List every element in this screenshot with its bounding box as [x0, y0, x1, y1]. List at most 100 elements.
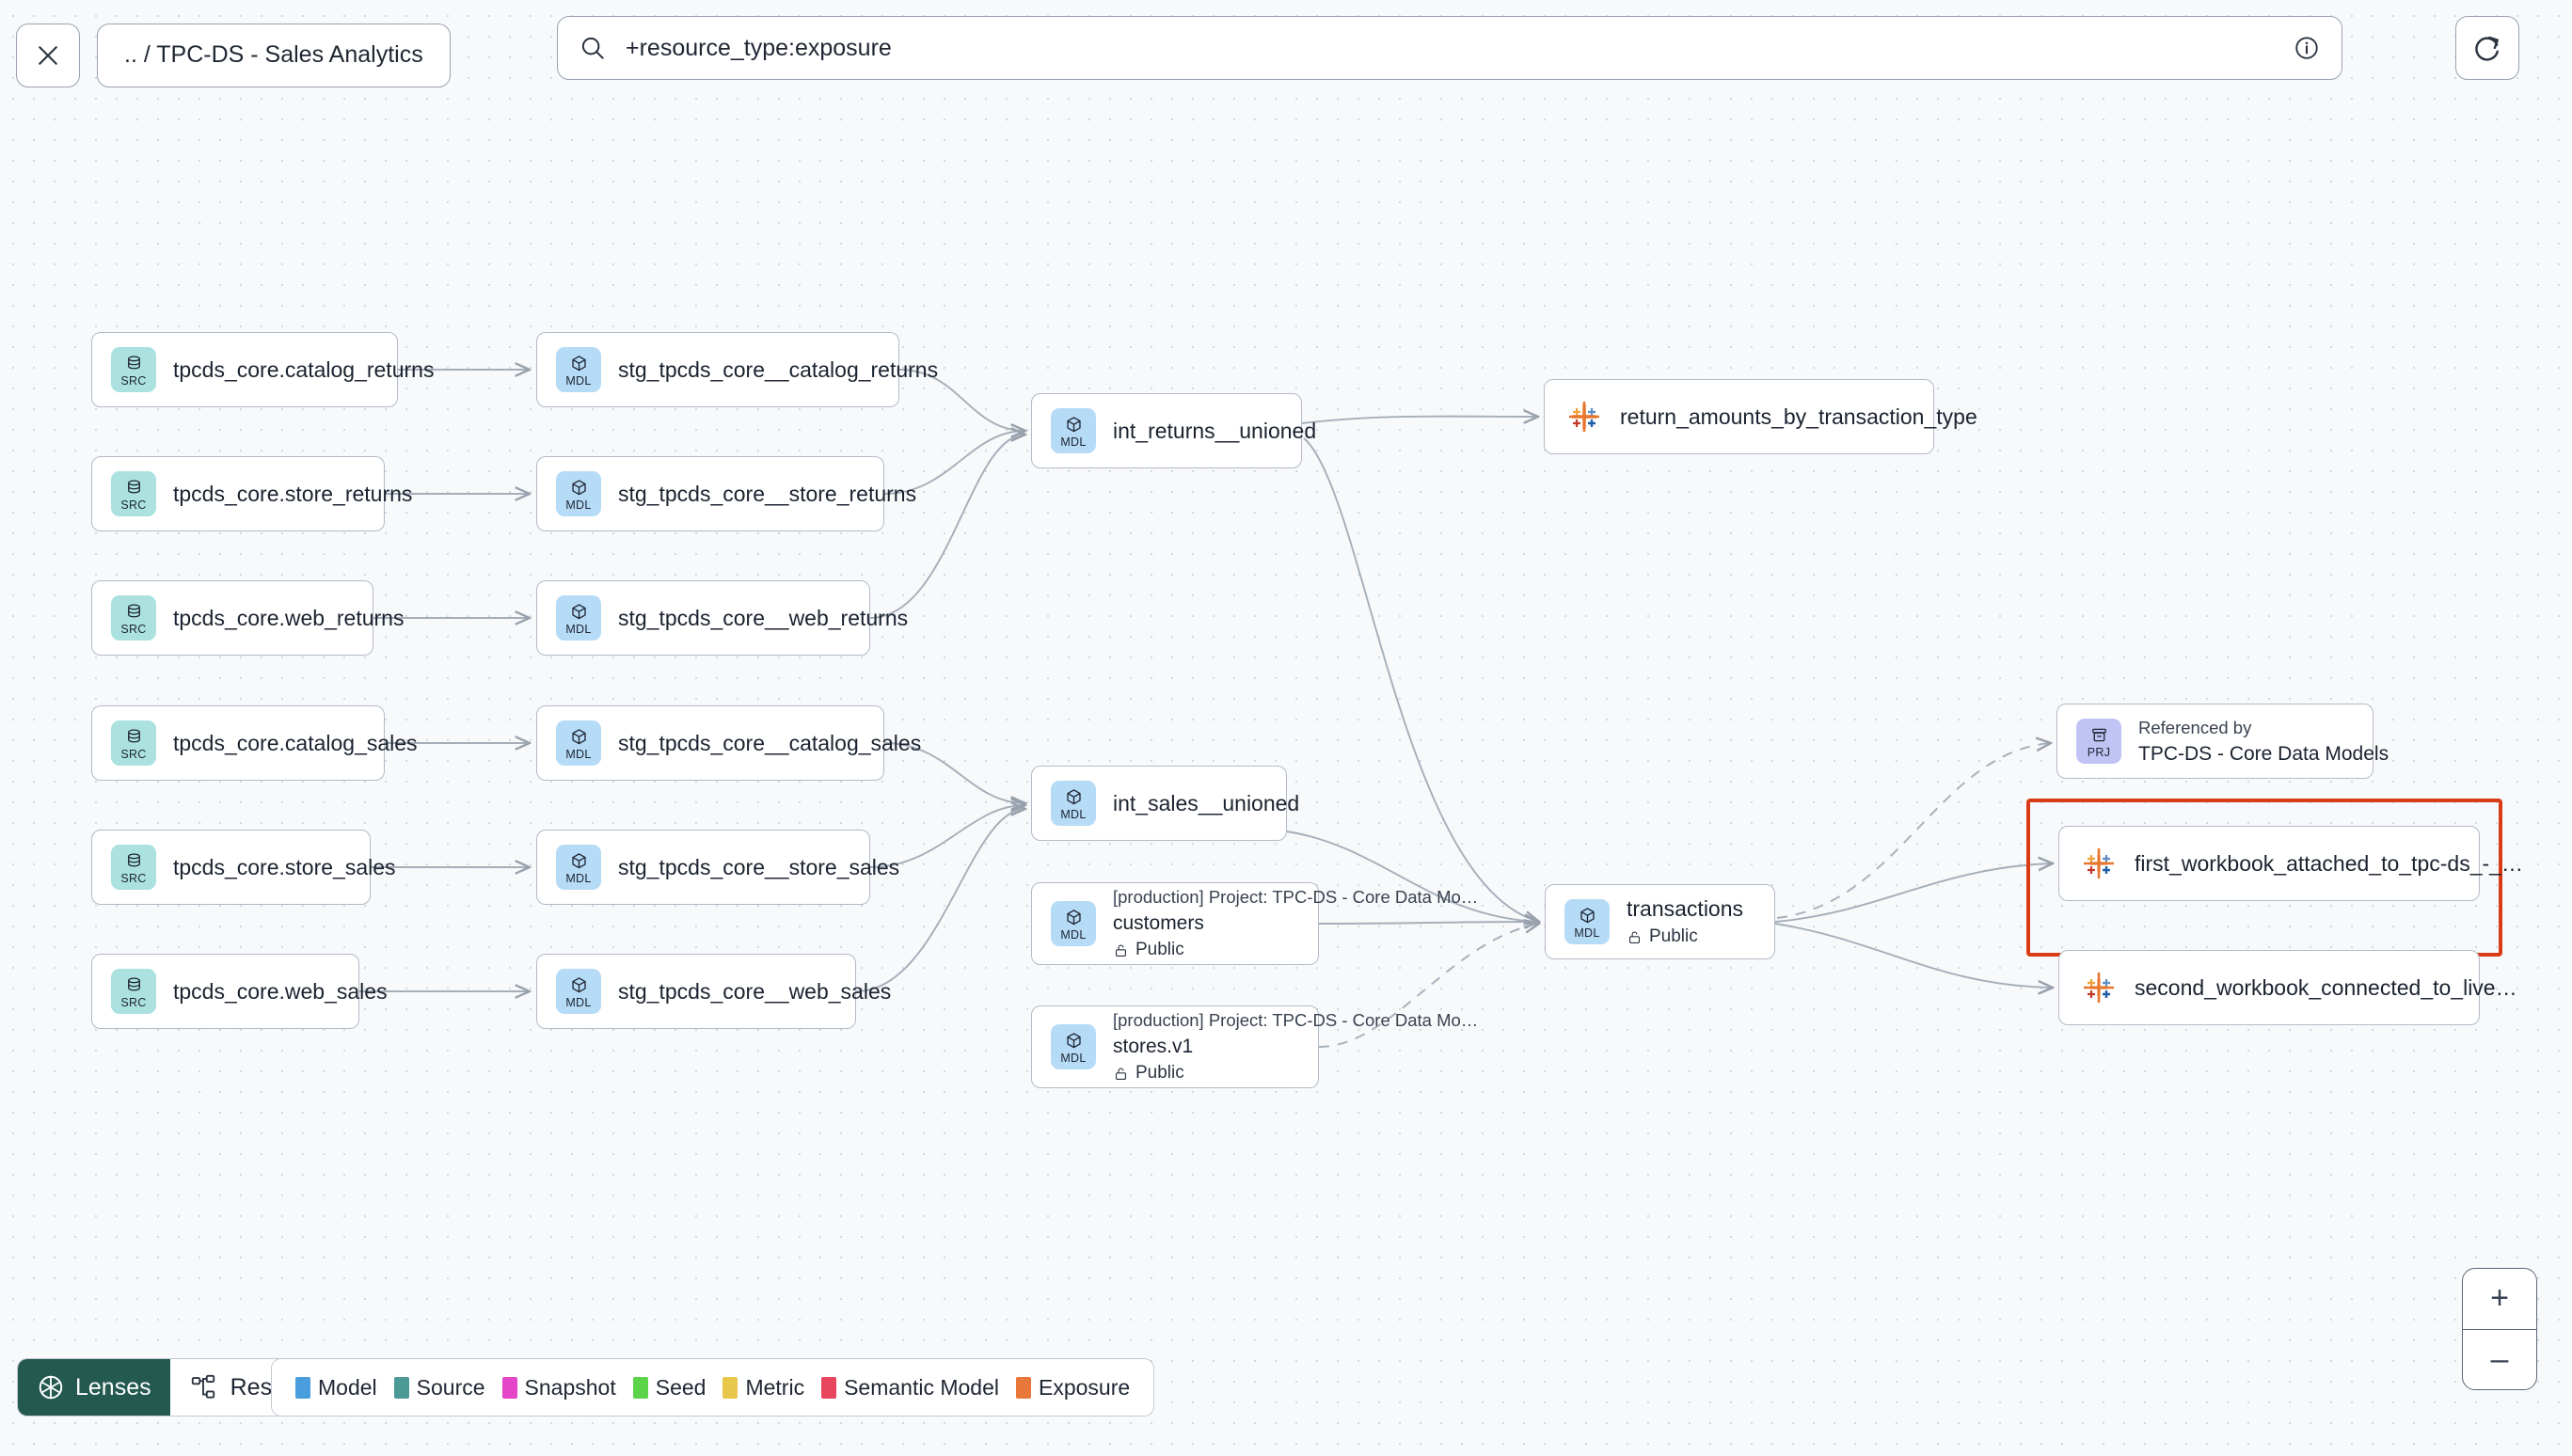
cube-icon — [1066, 1032, 1081, 1048]
refresh-button[interactable] — [2455, 16, 2519, 80]
node-access: Public — [1113, 1063, 1478, 1084]
source-badge: SRC — [111, 720, 156, 766]
badge-label: MDL — [565, 747, 592, 761]
info-circle-icon — [2295, 37, 2318, 59]
legend-label: Model — [318, 1374, 377, 1400]
badge-label: MDL — [565, 871, 592, 885]
node-access: Public — [1113, 940, 1478, 960]
legend-item-source[interactable]: Source — [393, 1374, 485, 1401]
lineage-node-model[interactable]: MDL int_returns__unioned — [1031, 393, 1316, 468]
lineage-node-exposure[interactable]: first_workbook_attached_to_tpc-ds_-_… — [2058, 826, 2523, 901]
lineage-node-model[interactable]: MDL stg_tpcds_core__web_sales — [536, 954, 891, 1029]
node-label: TPC-DS - Core Data Models — [2138, 742, 2389, 765]
lineage-node-source[interactable]: SRC tpcds_core.store_sales — [91, 830, 396, 905]
badge-label: SRC — [120, 995, 147, 1009]
badge-label: MDL — [1574, 926, 1600, 940]
legend-item-exposure[interactable]: Exposure — [1016, 1375, 1130, 1401]
model-badge: MDL — [1051, 901, 1096, 946]
lineage-node-model[interactable]: MDL stg_tpcds_core__catalog_sales — [536, 705, 921, 781]
hierarchy-icon — [191, 1374, 214, 1399]
cube-icon — [1580, 907, 1595, 923]
zoom-out-button[interactable]: – — [2490, 1340, 2509, 1377]
model-badge: MDL — [1051, 781, 1096, 826]
lineage-node-model[interactable]: MDL stg_tpcds_core__catalog_returns — [536, 332, 938, 407]
model-badge: MDL — [556, 720, 601, 766]
source-badge: SRC — [111, 471, 156, 516]
legend-label: Snapshot — [524, 1374, 616, 1400]
legend-item-semantic-model[interactable]: Semantic Model — [821, 1375, 999, 1401]
legend-item-metric[interactable]: Metric — [722, 1375, 804, 1401]
legend-label: Source — [416, 1374, 485, 1400]
badge-label: SRC — [120, 871, 147, 885]
unlock-icon — [1115, 944, 1127, 957]
tableau-icon — [2084, 973, 2114, 1003]
info-button[interactable] — [2293, 34, 2321, 62]
node-label: return_amounts_by_transaction_type — [1620, 404, 1977, 429]
lineage-node-model-stores[interactable]: MDL [production] Project: TPC-DS - Core … — [1031, 1005, 1478, 1088]
legend-label: Exposure — [1039, 1374, 1131, 1400]
source-badge: SRC — [111, 595, 156, 641]
cube-icon — [571, 479, 586, 495]
node-label: stg_tpcds_core__store_sales — [618, 854, 900, 879]
refresh-icon — [2475, 36, 2499, 61]
node-label: customers — [1113, 912, 1204, 934]
lenses-button[interactable]: Lenses — [18, 1359, 170, 1416]
model-badge: MDL — [1051, 1024, 1096, 1069]
lineage-node-exposure[interactable]: second_workbook_connected_to_live… — [2058, 950, 2517, 1025]
legend-swatch — [1016, 1376, 1031, 1399]
search-bar[interactable]: +resource_type:exposure — [557, 16, 2342, 80]
badge-label: MDL — [1060, 927, 1087, 942]
source-badge: SRC — [111, 845, 156, 890]
lineage-node-model-customers[interactable]: MDL [production] Project: TPC-DS - Core … — [1031, 882, 1478, 965]
legend-swatch — [632, 1376, 648, 1399]
cube-icon — [1066, 788, 1081, 804]
lineage-node-model[interactable]: MDL int_sales__unioned — [1031, 766, 1299, 841]
lineage-node-source[interactable]: SRC tpcds_core.web_returns — [91, 580, 404, 656]
lineage-node-model[interactable]: MDL stg_tpcds_core__web_returns — [536, 580, 908, 656]
lineage-node-model[interactable]: MDL stg_tpcds_core__store_sales — [536, 830, 899, 905]
cube-icon — [571, 728, 586, 744]
zoom-in-button[interactable]: + — [2463, 1269, 2536, 1330]
tableau-icon — [2084, 848, 2114, 878]
legend-swatch — [295, 1376, 310, 1399]
lineage-node-source[interactable]: SRC tpcds_core.catalog_returns — [91, 332, 434, 407]
legend-item-seed[interactable]: Seed — [632, 1374, 707, 1401]
lineage-node-model[interactable]: MDL stg_tpcds_core__store_returns — [536, 456, 916, 531]
close-icon — [39, 45, 57, 65]
cube-icon — [571, 603, 586, 619]
lineage-node-exposure[interactable]: return_amounts_by_transaction_type — [1544, 379, 1977, 454]
lineage-node-source[interactable]: SRC tpcds_core.catalog_sales — [91, 705, 418, 781]
database-icon — [127, 728, 140, 742]
node-label: int_sales__unioned — [1113, 790, 1300, 815]
unlock-icon — [1115, 1068, 1127, 1080]
cube-icon — [571, 852, 586, 868]
lineage-node-source[interactable]: SRC tpcds_core.store_returns — [91, 456, 412, 531]
breadcrumb[interactable]: .. / TPC-DS - Sales Analytics — [97, 23, 451, 87]
node-project-label: [production] Project: TPC-DS - Core Data… — [1113, 1010, 1479, 1030]
lenses-label: Lenses — [75, 1373, 151, 1401]
lineage-node-model-transactions[interactable]: MDL transactions Public — [1545, 884, 1775, 959]
badge-label: MDL — [1060, 435, 1087, 449]
model-badge: MDL — [556, 969, 601, 1014]
node-label: first_workbook_attached_to_tpc-ds_-_… — [2135, 850, 2523, 876]
search-icon — [581, 37, 604, 59]
close-button[interactable] — [16, 23, 80, 87]
model-badge: MDL — [556, 347, 601, 392]
badge-label: MDL — [565, 622, 592, 636]
lineage-node-project[interactable]: PRJ Referenced by TPC-DS - Core Data Mod… — [2056, 704, 2389, 779]
badge-label: SRC — [120, 498, 147, 512]
search-input[interactable]: +resource_type:exposure — [626, 34, 892, 61]
project-badge: PRJ — [2076, 719, 2121, 764]
zoom-controls: + – — [2462, 1268, 2537, 1390]
node-label: tpcds_core.web_sales — [173, 978, 388, 1004]
legend-label: Seed — [655, 1374, 707, 1400]
badge-label: SRC — [120, 747, 147, 761]
node-label: stg_tpcds_core__store_returns — [618, 481, 917, 506]
legend-item-model[interactable]: Model — [295, 1375, 377, 1401]
lineage-node-source[interactable]: SRC tpcds_core.web_sales — [91, 954, 388, 1029]
node-label: tpcds_core.store_sales — [173, 854, 396, 879]
legend-item-snapshot[interactable]: Snapshot — [501, 1374, 616, 1401]
cube-icon — [571, 976, 586, 992]
